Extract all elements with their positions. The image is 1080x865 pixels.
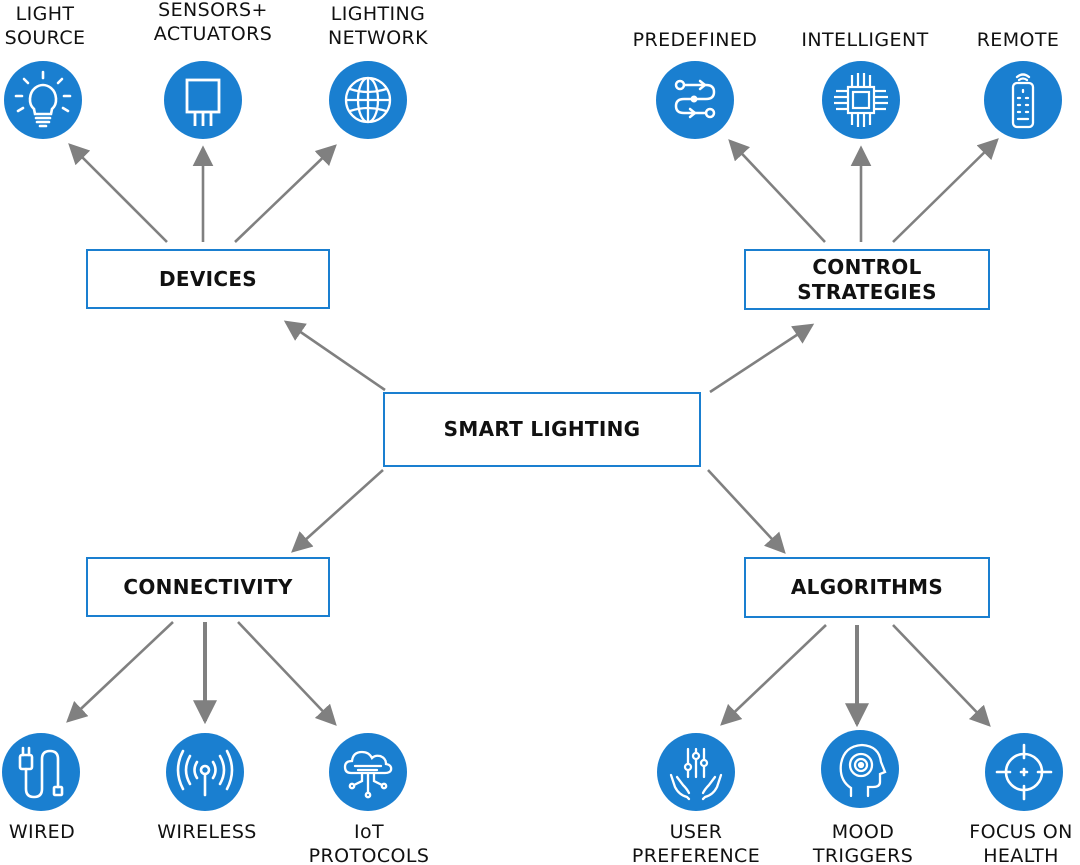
center-label: SMART LIGHTING <box>443 417 641 441</box>
sensors-actuators-label: SENSORS+ACTUATORS <box>153 0 273 45</box>
remote-label: REMOTE <box>976 29 1060 51</box>
arrow-algorithms-focus <box>892 624 991 727</box>
arrow-connectivity-wired <box>66 621 174 723</box>
sensor-chip-icon <box>164 61 242 139</box>
wireless-label: WIRELESS <box>157 821 257 843</box>
wireless-signal-icon <box>166 733 244 811</box>
globe-network-icon <box>329 61 407 139</box>
remote-control-icon <box>984 61 1062 139</box>
plug-cable-icon <box>2 733 80 811</box>
arrow-center-control <box>709 323 815 394</box>
target-crosshair-icon <box>985 733 1063 811</box>
center-box: SMART LIGHTING <box>383 392 701 467</box>
control-strategies-box: CONTROL STRATEGIES <box>744 249 990 310</box>
arrow-control-remote <box>892 138 999 243</box>
arrow-center-connectivity <box>291 469 384 553</box>
arrow-algorithms-user-preference <box>720 624 827 726</box>
flow-path-icon <box>656 61 734 139</box>
connectivity-label: CONNECTIVITY <box>123 574 293 599</box>
connectivity-box: CONNECTIVITY <box>86 557 330 617</box>
devices-label: DEVICES <box>158 266 258 291</box>
arrow-connectivity-wireless <box>237 621 337 726</box>
intelligent-label: INTELLIGENT <box>801 29 929 51</box>
arrow-devices-network <box>234 144 337 243</box>
predefined-label: PREDEFINED <box>632 29 758 51</box>
algorithms-label: ALGORITHMS <box>790 575 944 599</box>
arrow-control-predefined <box>728 139 826 243</box>
arrow-devices-light-source <box>68 143 168 243</box>
control-strategies-label: CONTROL STRATEGIES <box>797 254 937 304</box>
algorithms-box: ALGORITHMS <box>744 557 990 618</box>
wired-label: WIRED <box>8 821 76 843</box>
hands-sliders-icon <box>657 733 735 811</box>
arrow-center-devices <box>283 320 386 392</box>
light-bulb-icon <box>4 61 82 139</box>
arrow-center-algorithms <box>707 469 786 554</box>
head-brain-icon <box>821 730 899 808</box>
cpu-chip-icon <box>822 61 900 139</box>
devices-box: DEVICES <box>86 249 330 309</box>
cloud-network-icon <box>329 733 407 811</box>
